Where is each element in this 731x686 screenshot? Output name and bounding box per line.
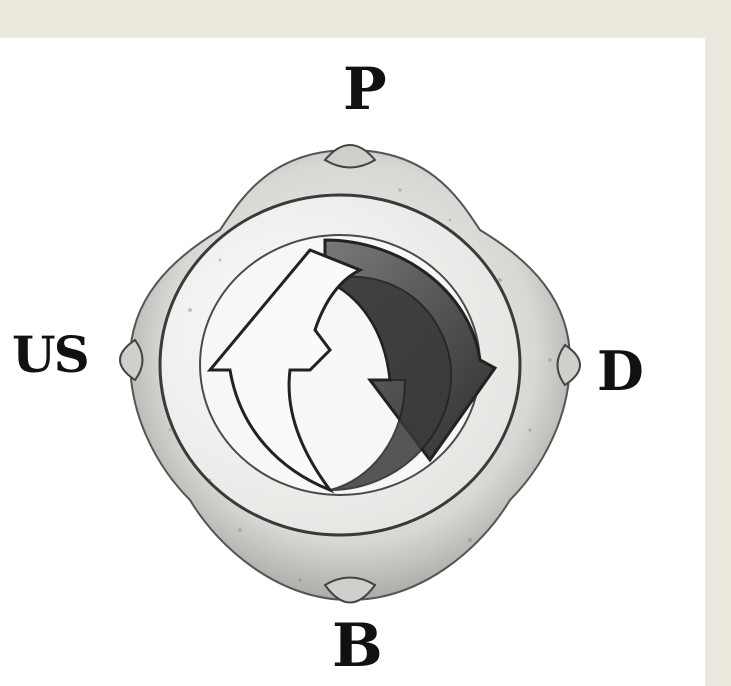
right-border-band: [705, 0, 731, 686]
top-border-band: [0, 0, 731, 38]
emblem-illustration: [100, 130, 600, 620]
knob-right: [558, 345, 581, 385]
label-bottom: B: [332, 616, 383, 676]
knob-top: [325, 145, 375, 168]
label-top: P: [343, 60, 387, 118]
label-right: D: [597, 344, 644, 398]
knob-left: [120, 340, 143, 380]
label-left: US: [12, 330, 88, 380]
